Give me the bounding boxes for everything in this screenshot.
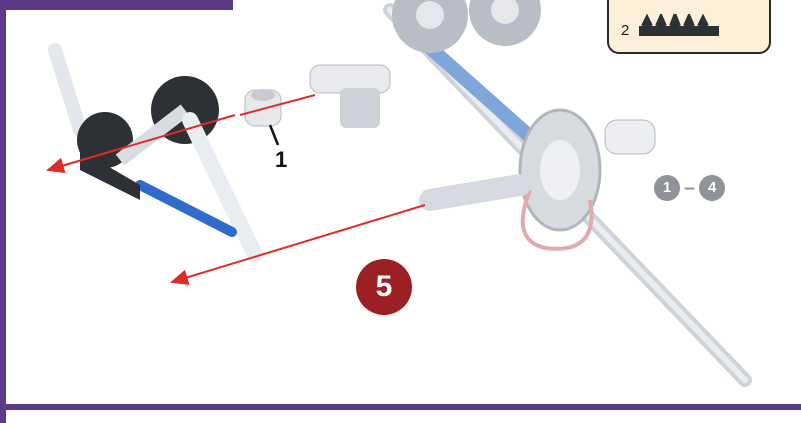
gear-part-icon: [639, 14, 719, 38]
range-end: 4: [699, 175, 725, 201]
range-dash: –: [684, 175, 695, 201]
left-subassembly: [55, 50, 255, 255]
callout-label: 1: [275, 147, 287, 173]
parts-box: 2: [607, 0, 771, 54]
pulley-wheel: [520, 110, 600, 249]
repeat-steps-indicator: 1 – 4: [654, 174, 725, 202]
lower-connector: [430, 185, 520, 200]
parts-count: 2: [621, 22, 629, 39]
range-start: 1: [654, 175, 680, 201]
step-number-badge: 5: [356, 259, 412, 315]
connector-block: [310, 65, 390, 128]
callout-leader: [270, 125, 278, 145]
spacer-part: [245, 89, 281, 126]
right-clip: [605, 120, 655, 154]
top-gears: [392, 0, 541, 53]
